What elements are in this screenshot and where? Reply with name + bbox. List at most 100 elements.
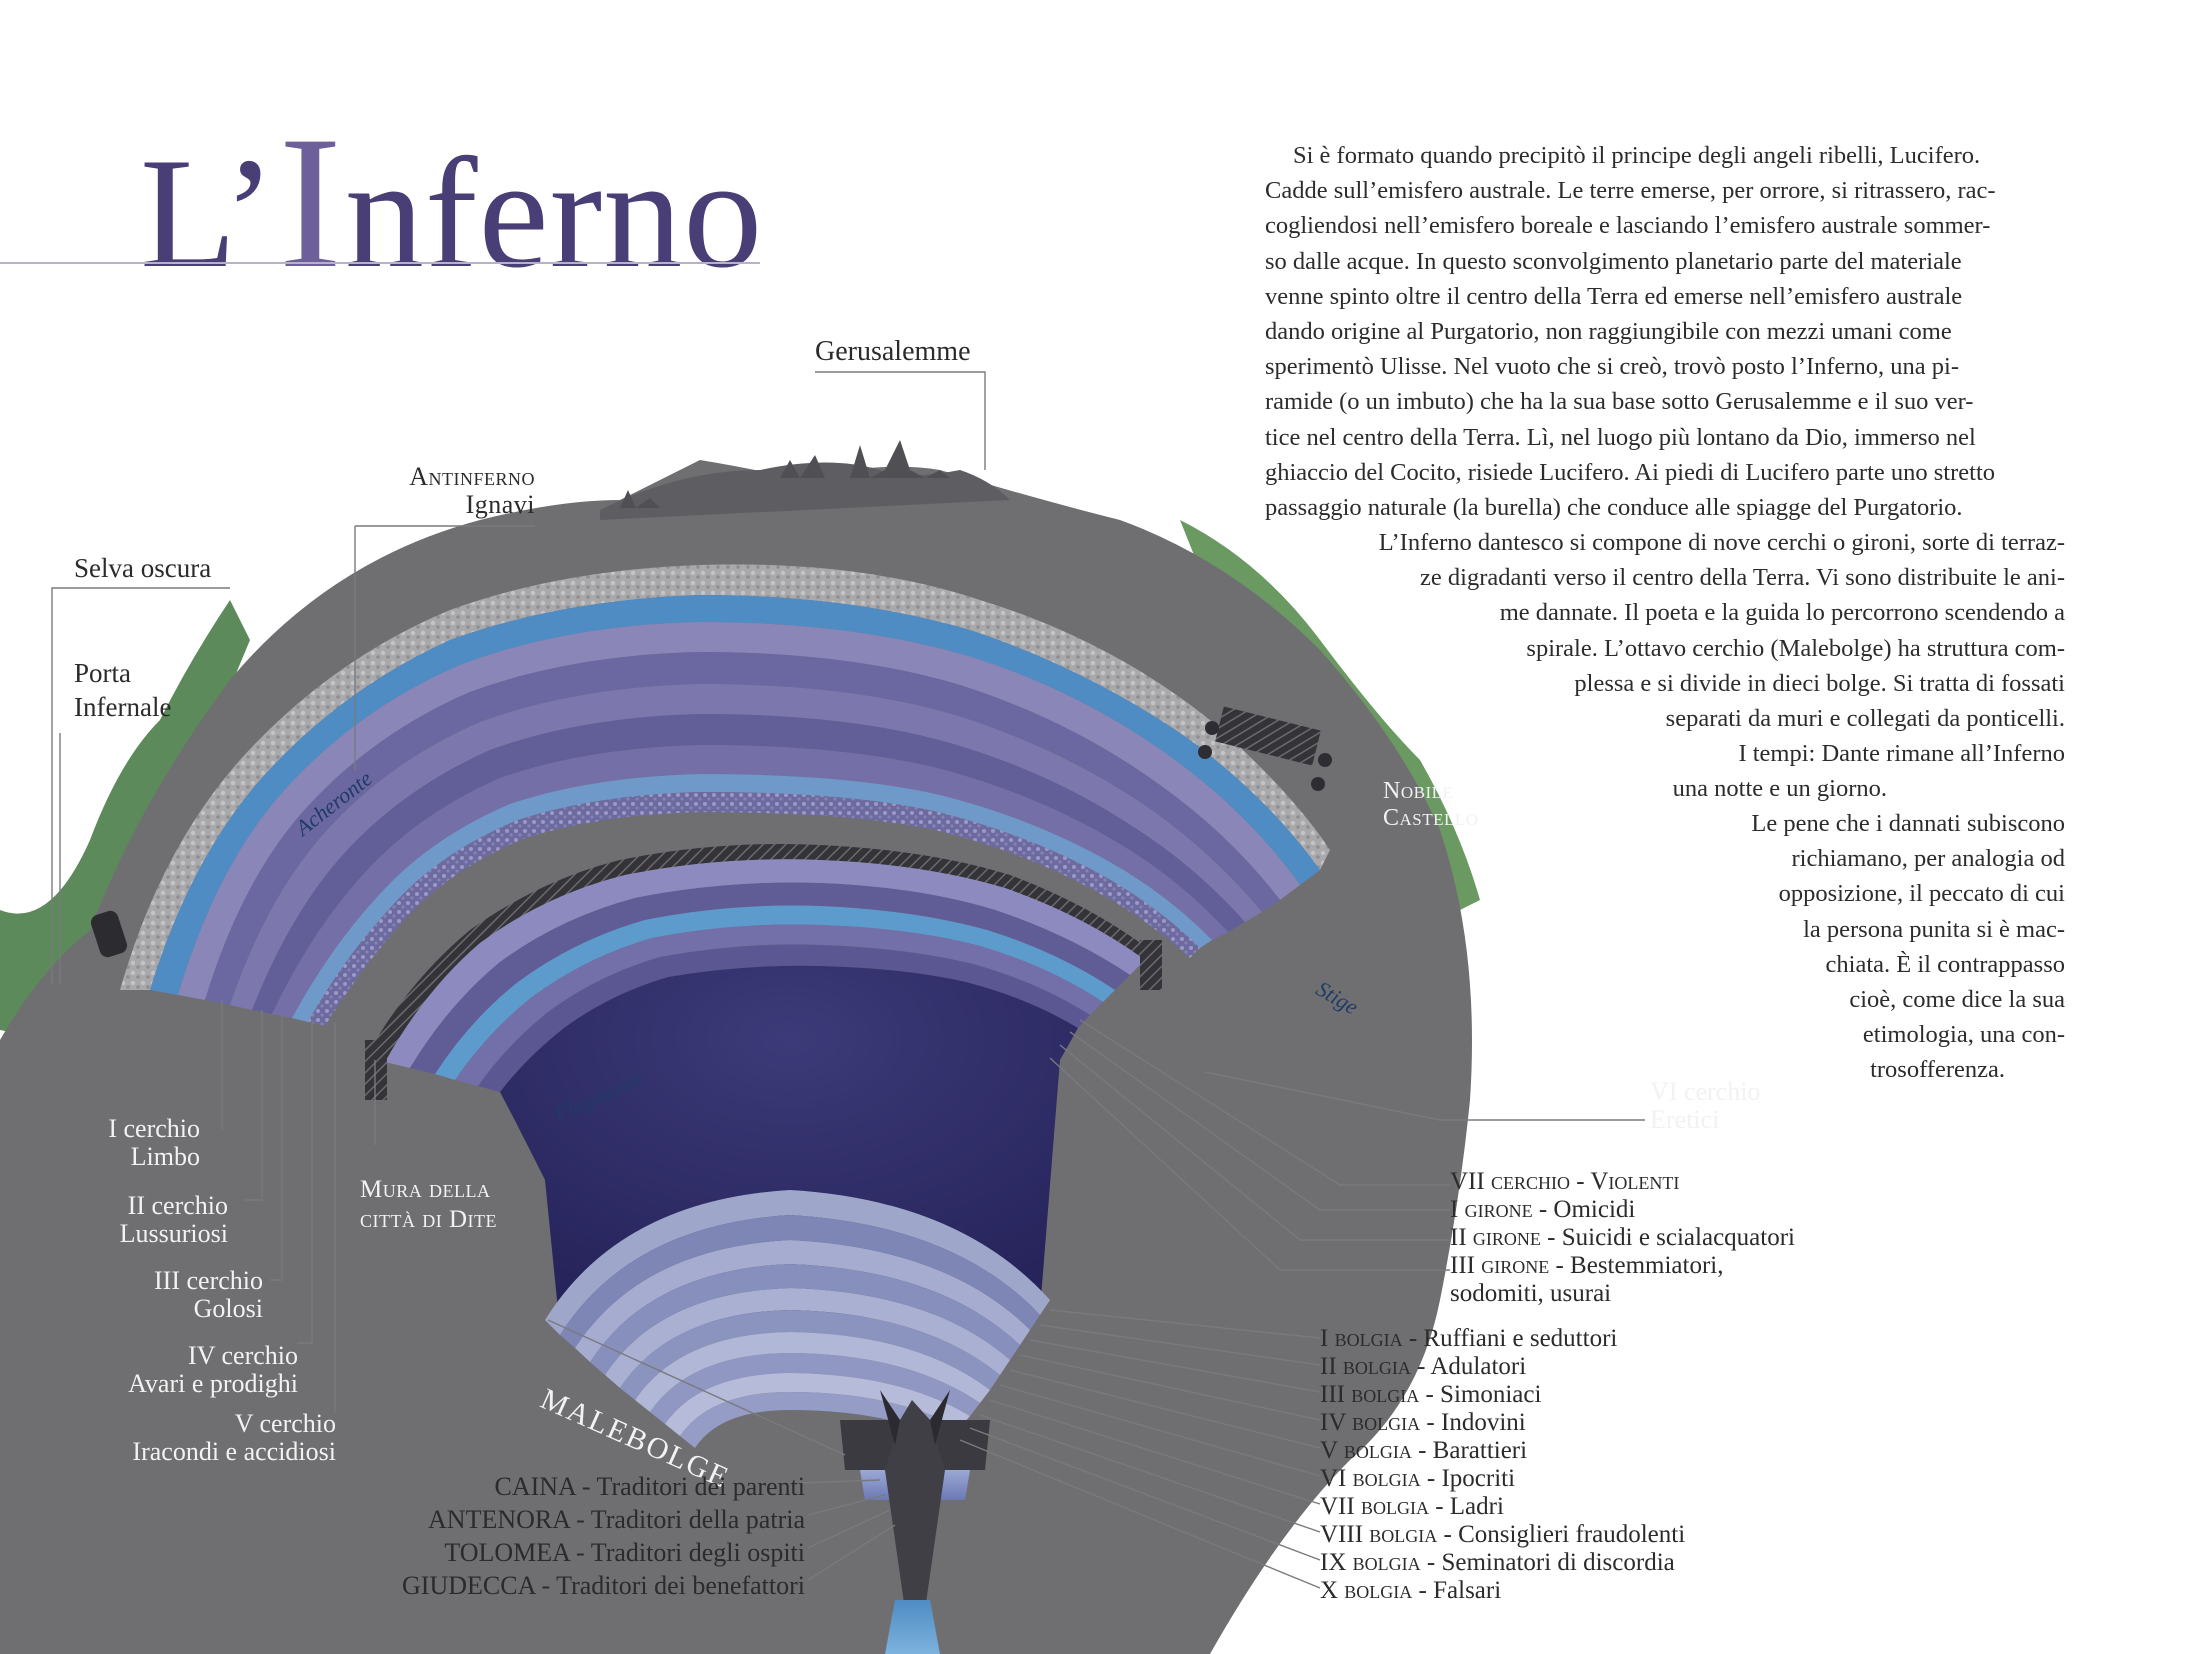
label-ignavi: Ignavi — [465, 490, 535, 519]
bolgia-row: IX bolgia - Seminatori di discordia — [1320, 1549, 1685, 1577]
circle-3-name: III cerchio — [154, 1266, 263, 1295]
bolgia-row: X bolgia - Falsari — [1320, 1577, 1685, 1605]
girone-extra: sodomiti, usurai — [1450, 1280, 1612, 1307]
second-line: ze digradanti verso il centro della Terr… — [1420, 564, 2065, 592]
pene-line: trosofferenza. — [1870, 1056, 2005, 1084]
bolgia-name: III bolgia — [1320, 1381, 1420, 1408]
pene-line: cioè, come dice la sua — [1849, 986, 2065, 1014]
bolgia-name: VI bolgia — [1320, 1465, 1421, 1492]
circle-7-list: VII cerchio - Violenti I girone - Omicid… — [1450, 1168, 1795, 1308]
circle-2-label: II cerchio Lussuriosi — [70, 1192, 228, 1248]
cocito-row: ANTENORA - Traditori della patria — [260, 1503, 805, 1536]
cocito-sin: - Traditori dei parenti — [575, 1472, 805, 1501]
bolgia-name: II bolgia — [1320, 1353, 1411, 1380]
pene-line: richiamano, per analogia od — [1791, 845, 2065, 873]
intro-line: Cadde sull’emisfero australe. Le terre e… — [1265, 177, 1996, 205]
tempi-paragraph: I tempi: Dante rimane all’Inferno una no… — [1505, 736, 2065, 806]
girone-row: I girone - Omicidi — [1450, 1196, 1795, 1224]
bolgia-row: VII bolgia - Ladri — [1320, 1493, 1685, 1521]
label-mura-2: città di Dite — [360, 1206, 498, 1233]
intro-line: cogliendosi nell’emisfero boreale e lasc… — [1265, 212, 1991, 240]
circle-7-title: VII cerchio - Violenti — [1450, 1168, 1680, 1195]
lucifero-figure — [885, 1400, 945, 1620]
second-line: spirale. L’ottavo cerchio (Malebolge) ha… — [1526, 634, 2065, 662]
intro-line: venne spinto oltre il centro della Terra… — [1265, 282, 1963, 310]
label-porta-1: Porta — [74, 658, 131, 688]
bolgia-sin: - Consiglieri fraudolenti — [1437, 1521, 1686, 1548]
label-nobile-1: Nobile — [1383, 778, 1454, 804]
circle-6-name: VI cerchio — [1650, 1077, 1761, 1106]
bolgia-row: I bolgia - Ruffiani e seduttori — [1320, 1325, 1685, 1353]
bolgia-name: VII bolgia — [1320, 1493, 1429, 1520]
bolgia-name: V bolgia — [1320, 1437, 1412, 1464]
tempi-line: I tempi: Dante rimane all’Inferno — [1738, 740, 2065, 767]
intro-paragraph: Si è formato quando precipitò il princip… — [1265, 138, 2065, 525]
pene-line: Le pene che i dannati subiscono — [1751, 810, 2065, 837]
cocito-list: CAINA - Traditori dei parenti ANTENORA -… — [260, 1470, 805, 1602]
circle-3-label: III cerchio Golosi — [95, 1267, 263, 1323]
second-line: me dannate. Il poeta e la guida lo perco… — [1499, 599, 2065, 627]
bolgia-sin: - Barattieri — [1411, 1437, 1528, 1464]
pene-line: opposizione, il peccato di cui — [1778, 880, 2065, 908]
cocito-sin: - Traditori della patria — [569, 1505, 805, 1534]
title-rest: nferno — [344, 126, 764, 301]
label-mura-1: Mura della — [360, 1176, 491, 1203]
second-line: plessa e si divide in dieci bolge. Si tr… — [1574, 669, 2065, 697]
pene-paragraph: Le pene che i dannati subiscono richiama… — [1605, 806, 2065, 1088]
second-paragraph: L’Inferno dantesco si compone di nove ce… — [1305, 525, 2065, 736]
label-mura-dite: Mura della città di Dite — [360, 1175, 497, 1235]
pene-line: etimologia, una con- — [1862, 1021, 2065, 1049]
bolge-list: I bolgia - Ruffiani e seduttori II bolgi… — [1320, 1325, 1685, 1605]
circle-1-name: I cerchio — [108, 1114, 200, 1143]
label-porta: Porta Infernale — [74, 656, 171, 724]
bolgia-row: VI bolgia - Ipocriti — [1320, 1465, 1685, 1493]
cocito-sin: - Traditori dei benefattori — [534, 1571, 805, 1600]
title-prefix: L’ — [140, 126, 277, 301]
cocito-zone: GIUDECCA — [402, 1571, 535, 1600]
circle-5-name: V cerchio — [234, 1409, 336, 1438]
label-nobile-castello: Nobile Castello — [1383, 778, 1479, 832]
label-selva: Selva oscura — [74, 553, 212, 583]
intro-line: sperimentò Ulisse. Nel vuoto che si creò… — [1265, 353, 1960, 381]
bolgia-sin: - Falsari — [1412, 1577, 1502, 1604]
bolgia-sin: - Adulatori — [1410, 1353, 1527, 1380]
circle-2-sin: Lussuriosi — [119, 1219, 228, 1248]
intro-line: ghiaccio del Cocito, risiede Lucifero. A… — [1265, 458, 1995, 486]
girone-name: III girone — [1450, 1252, 1550, 1279]
girone-sin: - Bestemmiatori, — [1549, 1252, 1724, 1279]
circle-4-name: IV cerchio — [188, 1341, 298, 1370]
city-skyline — [780, 440, 950, 478]
bolgia-row: III bolgia - Simoniaci — [1320, 1381, 1685, 1409]
circle-2-name: II cerchio — [127, 1191, 228, 1220]
label-nobile-2: Castello — [1383, 805, 1479, 831]
cocito-zone: ANTENORA — [428, 1505, 570, 1534]
intro-line: ramide (o un imbuto) che ha la sua base … — [1265, 388, 1974, 416]
girone-row: III girone - Bestemmiatori, — [1450, 1252, 1795, 1280]
cocito-row: CAINA - Traditori dei parenti — [260, 1470, 805, 1503]
girone-sin: - Omicidi — [1532, 1196, 1636, 1223]
title-rule — [0, 262, 760, 264]
bolgia-name: I bolgia — [1320, 1325, 1403, 1352]
bolgia-name: VIII bolgia — [1320, 1521, 1438, 1548]
bolgia-sin: - Indovini — [1420, 1409, 1526, 1436]
label-gerusalemme: Gerusalemme — [815, 336, 971, 367]
intro-line: so dalle acque. In questo sconvolgimento… — [1265, 247, 1962, 275]
page-title: L’Inferno — [140, 108, 763, 298]
second-line: L’Inferno dantesco si compone di nove ce… — [1378, 529, 2065, 556]
circle-6-label: VI cerchio Eretici — [1650, 1078, 1760, 1134]
intro-line: dando origine al Purgatorio, non raggiun… — [1265, 318, 1952, 346]
cocito-row: GIUDECCA - Traditori dei benefattori — [260, 1569, 805, 1602]
lower-circles — [385, 859, 1145, 1092]
circle-1-sin: Limbo — [130, 1142, 200, 1171]
bolgia-row: V bolgia - Barattieri — [1320, 1437, 1685, 1465]
circle-6-sin: Eretici — [1650, 1105, 1720, 1134]
cocito-zone: CAINA — [494, 1472, 576, 1501]
title-initial: I — [278, 98, 343, 308]
cocito-zone: TOLOMEA — [444, 1538, 570, 1567]
bolgia-row: VIII bolgia - Consiglieri fraudolenti — [1320, 1521, 1685, 1549]
cocito-sin: - Traditori degli ospiti — [569, 1538, 805, 1567]
nobile-castello — [1198, 706, 1332, 791]
circle-4-label: IV cerchio Avari e prodighi — [80, 1342, 298, 1398]
